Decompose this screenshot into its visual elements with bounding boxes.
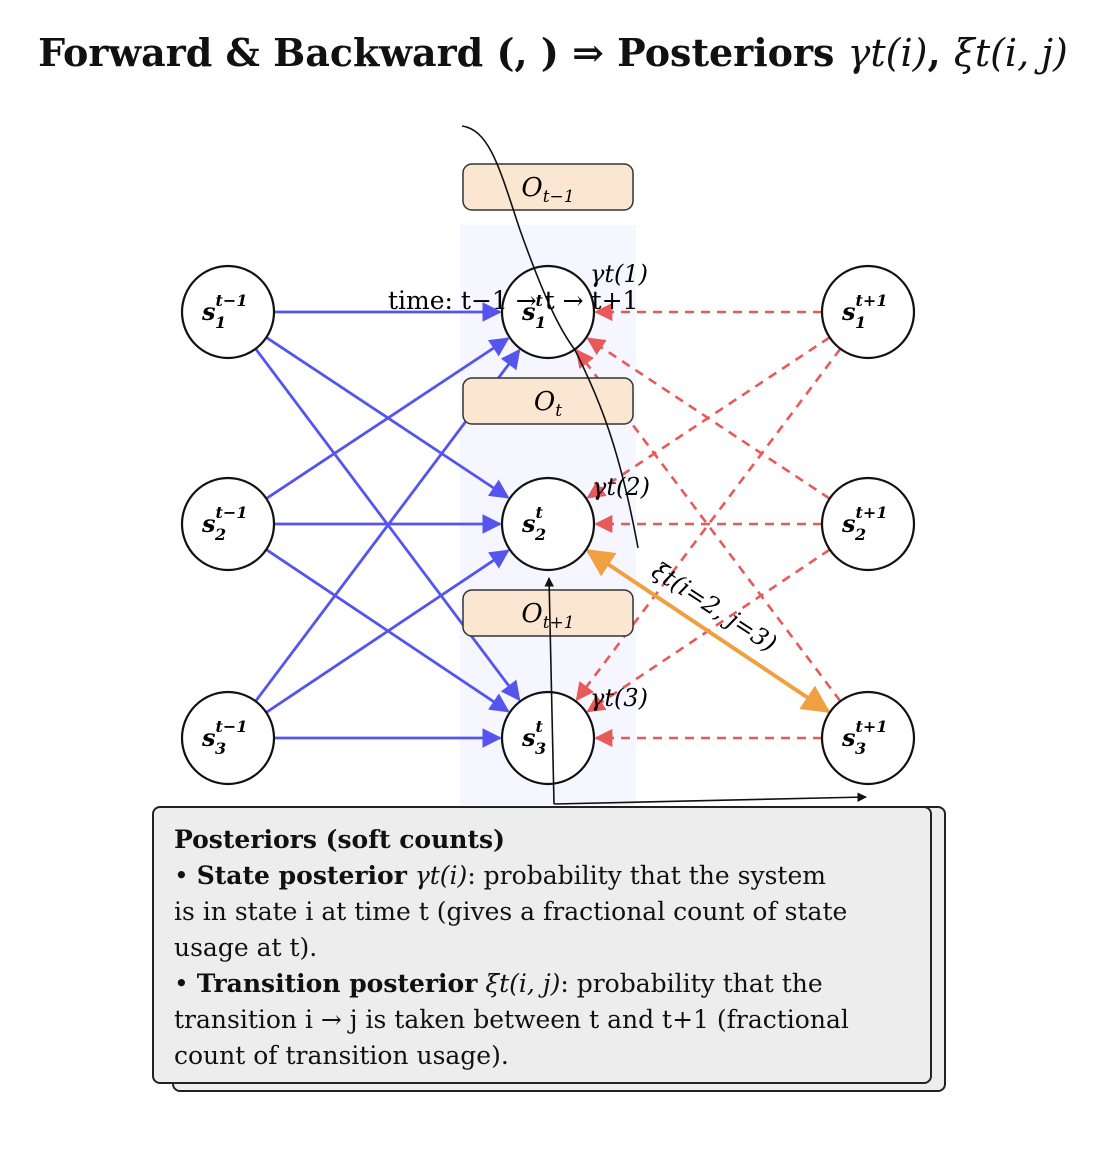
gamma-label-1: γt(1) xyxy=(590,260,648,288)
highlight-edge xyxy=(585,549,831,713)
forward-edge-3-2 xyxy=(265,549,510,714)
state-node-circle xyxy=(500,476,596,572)
panel-trans-text-1: : probability that the xyxy=(560,969,823,998)
title-prefix: Forward & Backward (, ) ⇒ Posteriors xyxy=(38,30,848,75)
observation-label: Ot xyxy=(534,387,562,421)
highlight-edge-group xyxy=(585,549,831,713)
pointer-arrow-right xyxy=(553,792,867,805)
forward-edges xyxy=(254,302,521,748)
panel-trans-sym: ξt(i, j) xyxy=(485,969,561,998)
observation-box-1: Ot−1 xyxy=(462,163,634,211)
panel-trans-term: Transition posterior xyxy=(196,969,478,998)
gamma-label-2: γt(2) xyxy=(592,473,650,501)
panel-trans-line: • Transition posterior ξt(i, j): probabi… xyxy=(174,969,823,998)
state-node-circle xyxy=(820,264,916,360)
backward-edge-2-1 xyxy=(586,337,831,500)
diagram-title: Forward & Backward (, ) ⇒ Posteriors γt(… xyxy=(0,30,1106,75)
title-sep: , xyxy=(927,30,954,75)
observation-box-bg xyxy=(462,589,634,637)
state-node-circle xyxy=(500,690,596,786)
observation-label: Ot−1 xyxy=(521,173,574,207)
gamma-label-3: γt(3) xyxy=(590,684,648,712)
pointer-arrow-up xyxy=(544,577,555,805)
panel-trans-text-2: transition i → j is taken between t and … xyxy=(174,1005,849,1034)
title-gamma: γt(i) xyxy=(847,31,928,75)
panel-state-text-1: : probability that the system xyxy=(467,861,826,890)
state-node-circle xyxy=(180,264,276,360)
title-xi: ξt(i, j) xyxy=(953,31,1068,75)
observation-box-bg xyxy=(462,163,634,211)
panel-trans-text-3: count of transition usage). xyxy=(174,1041,509,1070)
posteriors-panel: Posteriors (soft counts) • State posteri… xyxy=(152,806,932,1084)
panel-state-text-3: usage at t). xyxy=(174,933,318,962)
stray-curve xyxy=(461,125,639,549)
state-node-circle xyxy=(820,690,916,786)
forward-edge-2-1 xyxy=(265,337,510,500)
state-node-circle xyxy=(500,264,596,360)
observation-box-2: Ot xyxy=(462,377,634,425)
panel-heading: Posteriors (soft counts) xyxy=(174,825,505,854)
panel-state-term: State posterior xyxy=(196,861,407,890)
state-node-circle xyxy=(820,476,916,572)
state-node-circle xyxy=(180,476,276,572)
time-label: time: t−1 → t → t+1 xyxy=(388,286,638,315)
xi-label: ξt(i=2, j=3) xyxy=(647,557,782,658)
observation-box-bg xyxy=(462,377,634,425)
panel-state-sym: γt(i) xyxy=(414,861,468,890)
state-node-circle xyxy=(180,690,276,786)
panel-state-line: • State posterior γt(i): probability tha… xyxy=(174,861,826,890)
observation-box-3: Ot+1 xyxy=(462,589,634,637)
panel-state-text-2: is in state i at time t (gives a fractio… xyxy=(174,897,848,926)
